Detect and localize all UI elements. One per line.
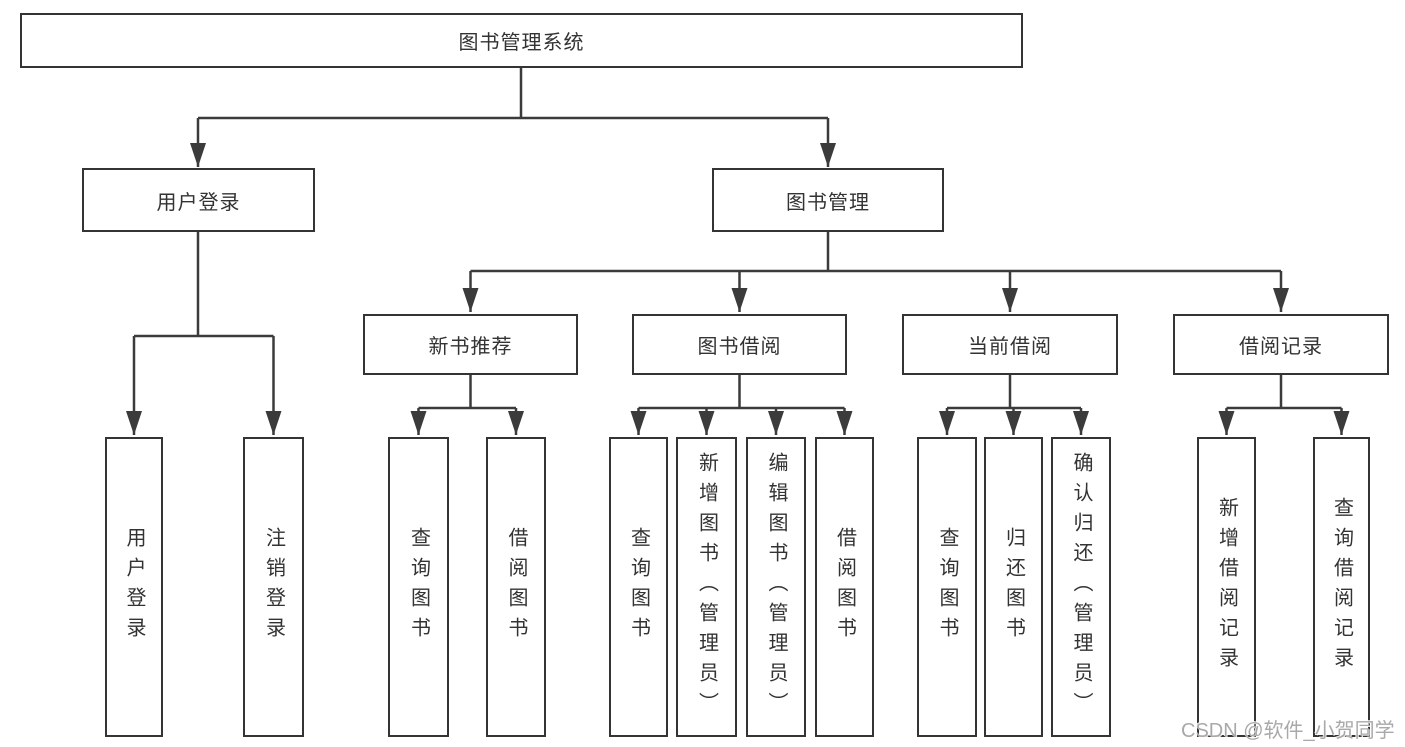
node-leaf-records-query-record: 查询借阅记录: [1313, 437, 1370, 737]
node-borrowing-records: 借阅记录: [1173, 314, 1389, 375]
node-label: 图书管理: [786, 191, 870, 214]
node-label: 新增借阅记录: [1215, 497, 1238, 677]
node-leaf-current-return-books: 归还图书: [984, 437, 1043, 737]
node-label: 当前借阅: [968, 336, 1052, 358]
node-new-book-recommendation: 新书推荐: [363, 314, 578, 375]
node-leaf-borrowing-query-books: 查询图书: [609, 437, 668, 737]
node-label: 查询图书: [936, 527, 958, 647]
node-leaf-current-query-books: 查询图书: [917, 437, 977, 737]
node-label: 用户登录: [156, 191, 241, 214]
node-book-borrowing: 图书借阅: [632, 314, 847, 375]
node-label: 借阅记录: [1239, 336, 1323, 358]
node-library-system-root: 图书管理系统: [20, 13, 1023, 68]
node-label: 新书推荐: [428, 336, 513, 358]
node-current-borrowing: 当前借阅: [902, 314, 1118, 375]
node-leaf-current-confirm-return-admin: 确认归还（管理员）: [1051, 437, 1111, 737]
node-label: 借阅图书: [505, 527, 527, 647]
node-label: 确认归还（管理员）: [1070, 452, 1092, 722]
node-label: 归还图书: [1002, 527, 1025, 647]
node-leaf-logout: 注销登录: [243, 437, 304, 737]
node-leaf-borrowing-borrow-books: 借阅图书: [815, 437, 874, 737]
node-book-management-module: 图书管理: [712, 168, 944, 232]
csdn-watermark: CSDN @软件_小贺同学: [1181, 720, 1395, 742]
node-label: 查询图书: [627, 527, 650, 647]
node-label: 查询图书: [407, 527, 430, 647]
node-label: 借阅图书: [833, 527, 856, 647]
node-label: 图书借阅: [697, 336, 782, 358]
node-leaf-borrowing-add-books-admin: 新增图书（管理员）: [676, 437, 737, 737]
node-leaf-borrowing-edit-books-admin: 编辑图书（管理员）: [746, 437, 806, 737]
node-leaf-records-add-record: 新增借阅记录: [1197, 437, 1256, 737]
node-label: 新增图书（管理员）: [695, 452, 718, 722]
node-leaf-newbooks-query-books: 查询图书: [388, 437, 449, 737]
node-leaf-user-login: 用户登录: [105, 437, 163, 737]
node-leaf-newbooks-borrow-books: 借阅图书: [486, 437, 546, 737]
node-label: 用户登录: [123, 527, 145, 647]
node-user-login-module: 用户登录: [82, 168, 315, 232]
node-label: 查询借阅记录: [1330, 497, 1353, 677]
node-label: 图书管理系统: [458, 32, 585, 54]
node-label: 注销登录: [262, 527, 285, 647]
node-label: 编辑图书（管理员）: [765, 452, 787, 722]
